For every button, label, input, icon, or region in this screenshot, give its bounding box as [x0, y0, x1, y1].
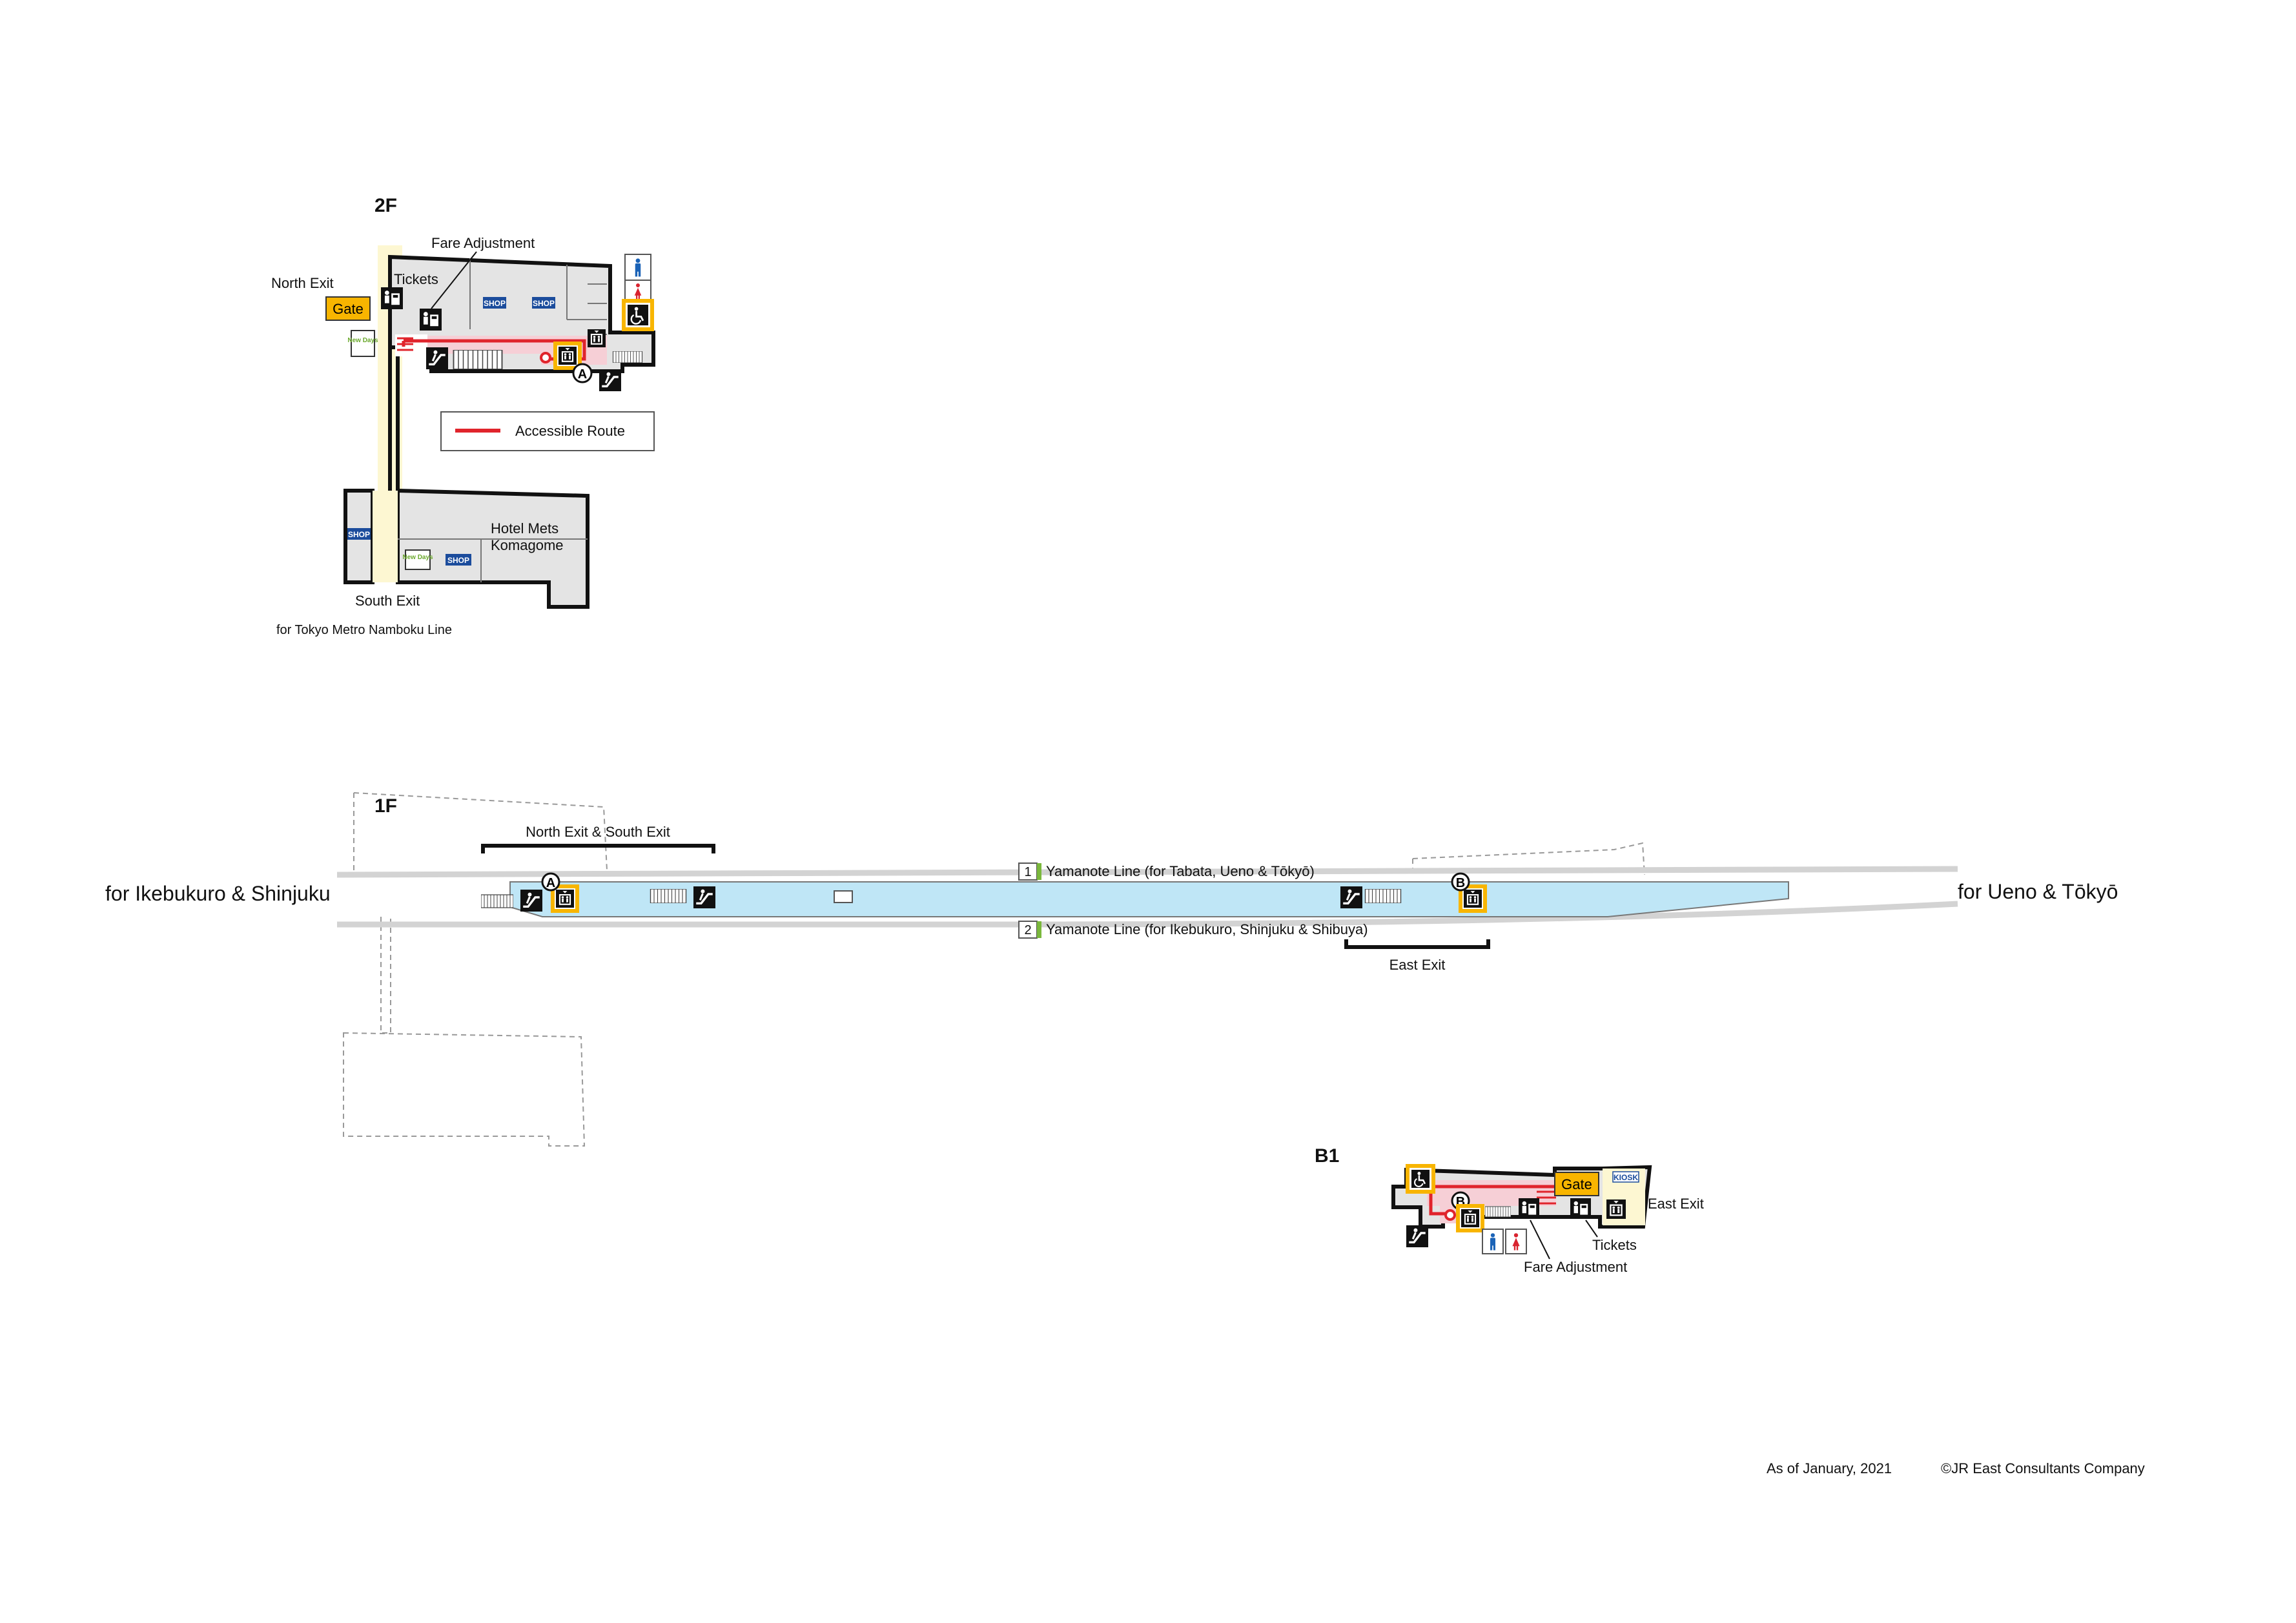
leader-line [431, 251, 477, 309]
stairs-icon [453, 350, 503, 369]
elevator-icon [1606, 1199, 1626, 1219]
b1-tickets-label: Tickets [1592, 1237, 1637, 1253]
escalator-icon [1406, 1225, 1428, 1247]
2f-south-corridor [388, 347, 400, 491]
2f-south-corridor-fill [373, 491, 398, 582]
1f-marker-a [541, 872, 560, 892]
b1-gate-box [1554, 1172, 1599, 1196]
2f-gate-box [325, 296, 371, 321]
track-2-name: Yamanote Line (for Ikebukuro, Shinjuku &… [1046, 921, 1368, 937]
2f-gate-stripes [397, 337, 413, 351]
1f-marker-b-label: B [1456, 876, 1465, 890]
2f-newdays-box [351, 330, 375, 357]
elevator-icon [588, 329, 606, 347]
b1-gate-stripes [1537, 1190, 1556, 1205]
hotel-name-line1: Hotel Mets [491, 520, 559, 536]
floor-b1: B1 KIOSK Gate B [1315, 1145, 1704, 1275]
b1-fare-adjustment-label: Fare Adjustment [1524, 1259, 1627, 1275]
stairs-icon [612, 351, 643, 363]
newdays-label-2: New Days [402, 554, 433, 561]
kiosk-box [1612, 1171, 1639, 1183]
escalator-icon [599, 369, 621, 391]
kiosk-label: KIOSK [1614, 1173, 1638, 1182]
2f-shop-1: SHOP [483, 297, 506, 309]
escalator-icon [1340, 886, 1362, 908]
shop-label: SHOP [484, 299, 506, 308]
b1-east-exit-label: East Exit [1648, 1196, 1704, 1212]
1f-east-exit-label: East Exit [1389, 957, 1446, 973]
floor-b1-title: B1 [1315, 1145, 1339, 1167]
track-1 [336, 866, 1958, 878]
1f-marker-a-label: A [546, 876, 555, 890]
2f-metro-label: for Tokyo Metro Namboku Line [276, 623, 452, 637]
b1-gate-label: Gate [1561, 1176, 1592, 1192]
fare-adjustment-machine-icon [1519, 1198, 1539, 1219]
2f-marker-a-label: A [578, 367, 587, 382]
elevator-icon [1461, 1209, 1479, 1227]
newdays-label-1: New Days [347, 337, 378, 344]
fare-adjustment-machine-icon [420, 309, 442, 331]
direction-right-label: for Ueno & Tōkyō [1958, 880, 2118, 903]
wheelchair-icon [628, 305, 648, 325]
wheelchair-icon [1411, 1170, 1430, 1188]
2f-newdays-box-2 [405, 549, 431, 570]
1f-north-south-exit-label: North Exit & South Exit [526, 824, 670, 840]
hotel-name-line2: Komagome [491, 537, 564, 553]
stairs-icon [481, 894, 513, 908]
escalator-icon [693, 886, 715, 908]
footer-date: As of January, 2021 [1767, 1460, 1892, 1476]
1f-north-south-exit-bracket: North Exit & South Exit [481, 824, 715, 853]
track-2-number: 2 [1024, 923, 1031, 937]
stairs-icon [650, 889, 687, 903]
1f-marker-b [1451, 872, 1470, 892]
shop-label: SHOP [348, 530, 370, 539]
restroom-men-icon [630, 256, 646, 278]
elevator-icon [559, 347, 577, 365]
restroom-women-icon [1508, 1231, 1524, 1252]
floor-1f: 1F A B [105, 792, 2118, 1147]
1f-east-exit-bracket: East Exit [1344, 939, 1490, 973]
escalator-icon [426, 347, 448, 369]
track-2-label: 2 Yamanote Line (for Ikebukuro, Shinjuku… [1018, 921, 1368, 939]
2f-shop-4: SHOP [446, 554, 471, 566]
elevator-icon [1464, 890, 1482, 908]
leader-line [1530, 1220, 1550, 1260]
escalator-icon [520, 890, 542, 912]
elevator-icon [556, 890, 574, 908]
platform-structure [834, 890, 853, 903]
legend-accessible-route: Accessible Route [515, 423, 625, 439]
route-endpoint [1444, 1209, 1456, 1221]
ticket-machine-icon [1570, 1198, 1591, 1219]
legend: Accessible Route [440, 411, 655, 451]
2f-gate-label: Gate [333, 301, 364, 317]
route-endpoint [540, 352, 551, 363]
track-1-label: 1 Yamanote Line (for Tabata, Ueno & Tōky… [1018, 863, 1315, 881]
2f-tickets-label: Tickets [394, 271, 438, 287]
2f-shop-2: SHOP [532, 297, 555, 309]
restroom-women-icon [630, 281, 646, 301]
floor-2f-title: 2F [374, 195, 397, 216]
stairs-icon [1485, 1206, 1511, 1218]
leader-line [1585, 1220, 1598, 1238]
ticket-machine-icon [381, 287, 403, 309]
footer-copyright: ©JR East Consultants Company [1941, 1460, 2145, 1476]
shop-label: SHOP [447, 556, 469, 565]
floor-2f: 2F SHOP [271, 195, 655, 637]
direction-left-label: for Ikebukuro & Shinjuku [105, 882, 331, 905]
shop-label: SHOP [533, 299, 555, 308]
track-1-name: Yamanote Line (for Tabata, Ueno & Tōkyō) [1046, 863, 1315, 879]
2f-shop-3: SHOP [347, 528, 371, 540]
track-1-number: 1 [1024, 865, 1031, 879]
2f-fare-adjustment-label: Fare Adjustment [431, 235, 535, 251]
2f-north-exit-label: North Exit [271, 275, 334, 291]
1f-dashed-outlines [343, 792, 1645, 1147]
stairs-icon [1364, 889, 1402, 903]
restroom-men-icon [1485, 1231, 1501, 1252]
2f-south-exit-label: South Exit [355, 593, 420, 609]
track-2-curve [1013, 901, 1958, 928]
floor-1f-title: 1F [374, 795, 397, 817]
2f-marker-a [572, 363, 593, 383]
